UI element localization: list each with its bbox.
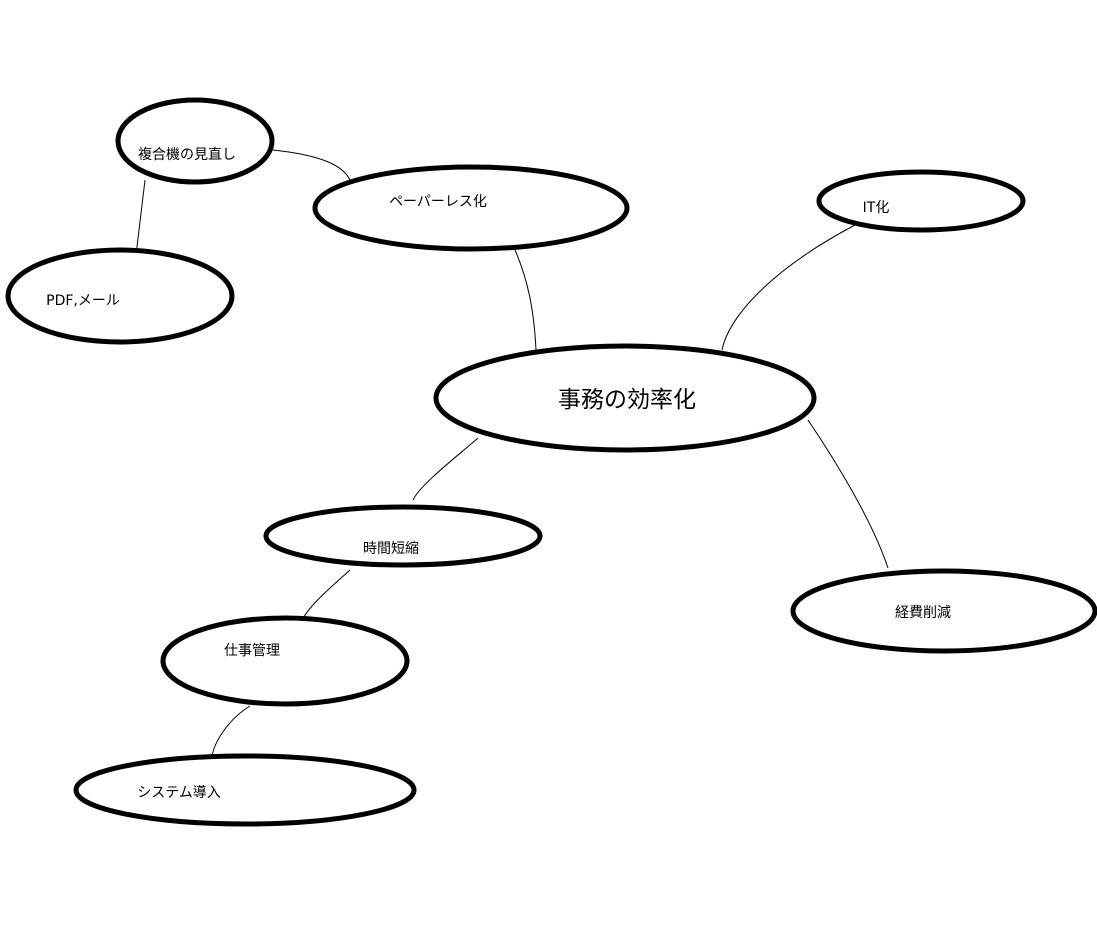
node-paperless[interactable]: ペーパーレス化: [312, 164, 630, 252]
node-task-mgmt[interactable]: 仕事管理: [160, 615, 410, 707]
node-system-intro-label: システム導入: [137, 785, 221, 801]
node-cost-cut[interactable]: 経費削減: [790, 568, 1097, 654]
edge-central-time-cut: [412, 437, 479, 501]
connector-lines: [135, 149, 889, 757]
central-node[interactable]: 事務の効率化: [433, 343, 817, 453]
edge-mfp-review-pdf-mail: [135, 179, 146, 256]
node-mfp-review-label: 複合機の見直し: [138, 146, 236, 163]
edge-central-it: [721, 224, 856, 351]
node-it-label: IT化: [863, 200, 890, 216]
node-cost-cut-label: 経費削減: [895, 604, 951, 621]
node-paperless-label: ペーパーレス化: [389, 194, 487, 210]
node-system-intro[interactable]: システム導入: [73, 753, 417, 827]
edge-paperless-mfp-review: [272, 149, 351, 181]
node-pdf-mail[interactable]: PDF,メール: [5, 247, 235, 345]
edge-central-cost-cut: [807, 419, 889, 569]
edge-central-paperless: [514, 249, 537, 351]
node-pdf-mail-label: PDF,メール: [46, 293, 120, 309]
node-time-cut-label: 時間短縮: [363, 541, 419, 557]
node-task-mgmt-label: 仕事管理: [224, 643, 280, 659]
edge-task-mgmt-system-intro: [211, 705, 251, 757]
node-time-cut[interactable]: 時間短縮: [263, 504, 543, 568]
central-node-label: 事務の効率化: [558, 387, 696, 413]
node-it[interactable]: IT化: [816, 169, 1026, 233]
node-mfp-review[interactable]: 複合機の見直し: [115, 97, 275, 185]
